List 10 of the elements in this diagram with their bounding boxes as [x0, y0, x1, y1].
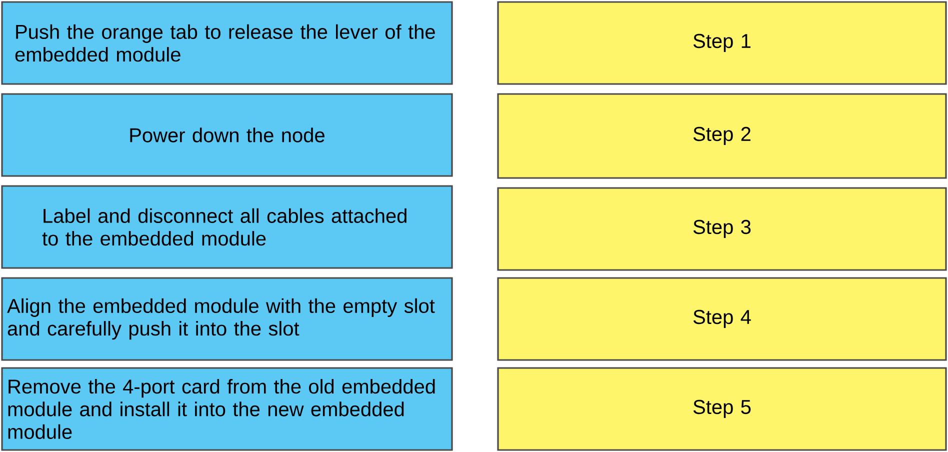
step-box: Step 1	[497, 1, 947, 85]
task-box: Push the orange tab to release the lever of the embedded module	[1, 1, 453, 85]
task-box: Remove the 4-port card from the old embedded module and install it into the new embedded module	[1, 367, 453, 451]
task-box: Power down the node	[1, 93, 453, 177]
task-box: Align the embedded module with the empty slot and carefully push it into the slot	[1, 277, 453, 361]
step-box: Step 2	[497, 93, 947, 179]
step-box: Step 3	[497, 187, 947, 271]
task-box: Label and disconnect all cables attached to the embedded module	[1, 185, 453, 269]
step-box: Step 4	[497, 277, 947, 361]
step-box: Step 5	[497, 367, 947, 451]
